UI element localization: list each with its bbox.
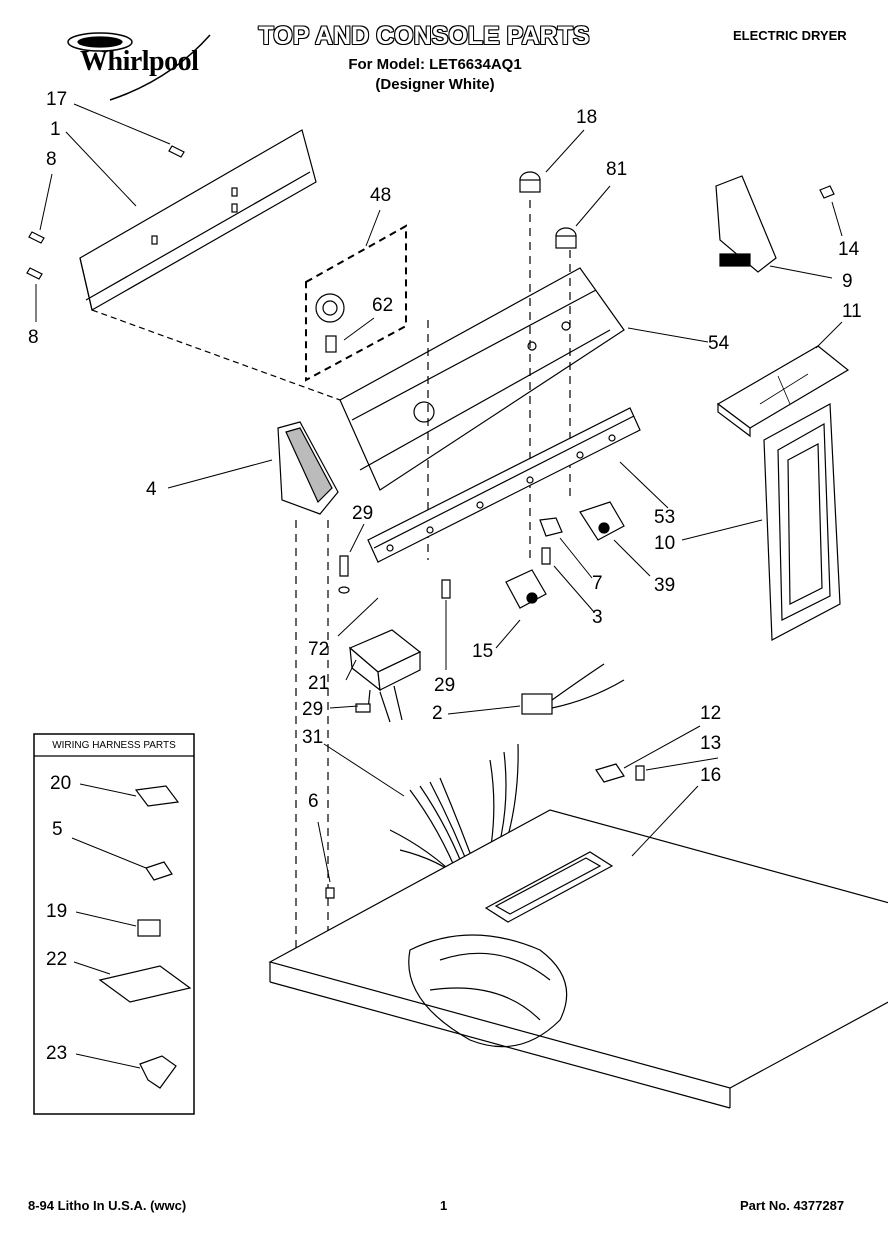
lint-duct-part [763, 403, 841, 641]
end-cap-part [277, 421, 339, 515]
hold-down-clip [595, 763, 645, 783]
callout-3: 3 [592, 607, 603, 628]
callout-8b: 8 [28, 327, 39, 348]
console-part [339, 267, 625, 491]
callout-22: 22 [46, 949, 68, 970]
wiring-harness-parts-inset [33, 733, 195, 1115]
callout-19: 19 [46, 901, 68, 922]
callout-1: 1 [50, 119, 61, 140]
callout-12: 12 [700, 703, 722, 724]
callout-39: 39 [654, 575, 676, 596]
callout-15: 15 [472, 641, 494, 662]
callout-8a: 8 [46, 149, 57, 170]
callout-54: 54 [708, 333, 730, 354]
model-line: For Model: LET6634AQ1 [348, 56, 522, 73]
timer-knob-assembly [305, 224, 407, 382]
page-number: 1 [440, 1198, 448, 1213]
callout-2: 2 [432, 703, 443, 724]
callout-9: 9 [842, 271, 853, 292]
clip-part [325, 887, 335, 899]
knob-icon [519, 171, 577, 249]
callout-18: 18 [576, 107, 598, 128]
callout-21: 21 [308, 673, 330, 694]
product-type: ELECTRIC DRYER [733, 28, 847, 43]
top-panel-part [268, 809, 888, 1109]
callout-81: 81 [606, 159, 628, 180]
callout-10: 10 [654, 533, 676, 554]
callout-53: 53 [654, 507, 676, 528]
part-number: Part No. 4377287 [740, 1198, 845, 1213]
callout-48: 48 [370, 185, 392, 206]
callout-16: 16 [700, 765, 722, 786]
whirlpool-logo-icon [67, 32, 211, 101]
rear-bracket-part [79, 129, 317, 311]
callout-31: 31 [302, 727, 324, 748]
callout-11: 11 [842, 301, 862, 322]
callout-6: 6 [308, 791, 319, 812]
callout-5: 5 [52, 819, 63, 840]
callout-17: 17 [46, 89, 68, 110]
callout-7: 7 [592, 573, 603, 594]
callout-29b: 29 [434, 675, 456, 696]
screw-icon [26, 145, 185, 280]
callout-14: 14 [838, 239, 860, 260]
inset-title: WIRING HARNESS PARTS [52, 740, 176, 751]
callout-23: 23 [46, 1043, 68, 1064]
page-title: TOP AND CONSOLE PARTS [258, 22, 590, 50]
callout-13: 13 [700, 733, 722, 754]
brand-name: Whirlpool [80, 46, 199, 77]
callout-29a: 29 [352, 503, 374, 524]
console-rail-part [367, 407, 641, 563]
callout-62: 62 [372, 295, 394, 316]
switch-part [348, 629, 422, 723]
harness-part [521, 663, 625, 715]
callout-leaders [35, 103, 843, 1069]
callout-29c: 29 [302, 699, 324, 720]
print-info: 8-94 Litho In U.S.A. (wwc) [28, 1198, 187, 1213]
callout-72: 72 [308, 639, 330, 660]
callout-4: 4 [146, 479, 157, 500]
callout-20: 20 [50, 773, 72, 794]
small-hardware [338, 501, 625, 609]
color-line: (Designer White) [375, 76, 495, 93]
lint-screen-part [716, 345, 850, 438]
hinge-bracket-part [715, 175, 835, 273]
